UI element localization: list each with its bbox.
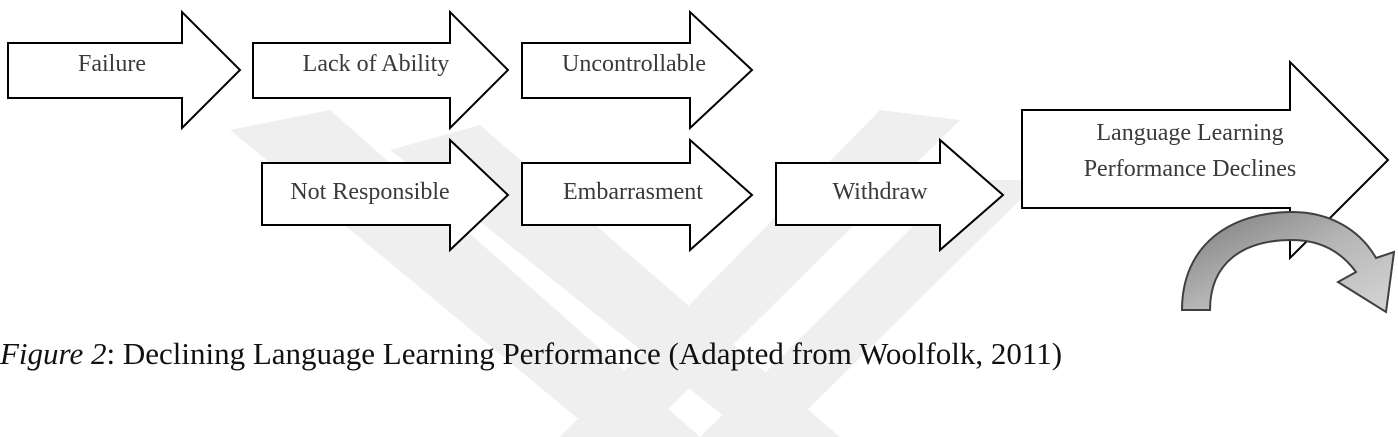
arrow-performance-declines: Language Learning Performance Declines: [1021, 59, 1390, 261]
arrow-withdraw-label: Withdraw: [832, 179, 928, 205]
arrow-not-responsible: Not Responsible: [261, 137, 510, 253]
arrow-performance-declines-label-line2: Performance Declines: [1084, 156, 1297, 182]
arrow-uncontrollable-label: Uncontrollable: [562, 51, 706, 77]
figure-label: Figure 2: [0, 336, 107, 371]
arrow-lack-of-ability: Lack of Ability: [252, 9, 510, 131]
figure-caption: Figure 2: Declining Language Learning Pe…: [0, 336, 1062, 372]
arrow-not-responsible-label: Not Responsible: [290, 179, 449, 205]
arrow-embarrasment: Embarrasment: [521, 137, 754, 253]
arrow-failure-label: Failure: [78, 51, 146, 77]
arrow-failure: Failure: [7, 9, 242, 131]
arrow-performance-declines-label-line1: Language Learning: [1096, 120, 1283, 146]
arrow-withdraw: Withdraw: [775, 137, 1005, 253]
arrow-embarrasment-label: Embarrasment: [563, 179, 703, 205]
curved-down-arrow-icon: [1180, 210, 1396, 314]
figure-caption-text: : Declining Language Learning Performanc…: [106, 336, 1063, 371]
arrow-lack-of-ability-label: Lack of Ability: [303, 51, 450, 77]
arrow-uncontrollable: Uncontrollable: [521, 9, 754, 131]
